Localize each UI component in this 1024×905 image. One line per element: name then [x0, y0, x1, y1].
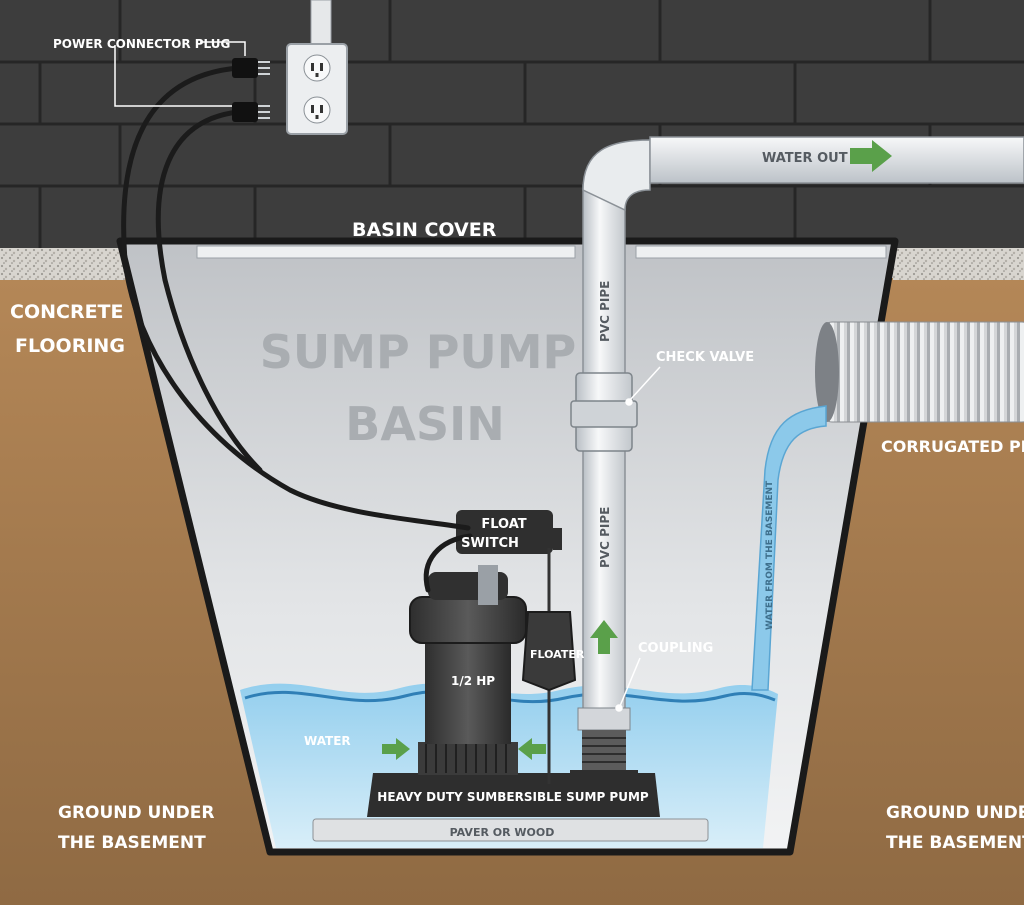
- label-water: WATER: [304, 734, 351, 748]
- basin-cover-left: [196, 245, 576, 259]
- floater: [521, 611, 577, 692]
- concrete-floor-right: [893, 248, 1024, 280]
- label-water-out: WATER OUT: [762, 151, 848, 166]
- label-water-from-basement: WATER FROM THE BASEMENT: [765, 480, 775, 630]
- water-wave-line: [244, 689, 776, 704]
- label-check-valve: CHECK VALVE: [656, 350, 754, 365]
- label-pvc-pipe-upper: PVC PIPE: [598, 281, 612, 342]
- corrugated-pipe-opening: [815, 322, 839, 422]
- label-coupling: COUPLING: [638, 641, 713, 656]
- label-float-switch-1: FLOAT: [481, 517, 526, 532]
- water-in-arrow-right: [518, 738, 546, 760]
- plug-callout-line: [114, 41, 246, 107]
- label-pump-hp: 1/2 HP: [451, 674, 495, 688]
- label-pump-base: HEAVY DUTY SUMBERSIBLE SUMP PUMP: [377, 790, 649, 804]
- water-out-arrow: [850, 140, 892, 172]
- title-line-2: BASIN: [345, 397, 504, 451]
- power-plugs: [232, 58, 270, 122]
- label-concrete-flooring-1: CONCRETE: [10, 301, 124, 323]
- label-ground-right-1: GROUND UNDER: [886, 803, 1024, 823]
- power-cords: [121, 65, 473, 593]
- label-ground-left-2: THE BASEMENT: [58, 833, 206, 853]
- electrical-outlet: [286, 43, 348, 135]
- flow-arrows: [382, 140, 892, 760]
- label-power-connector-plug: POWER CONNECTOR PLUG: [53, 37, 230, 51]
- callout-lines: [615, 366, 661, 712]
- label-concrete-flooring-2: FLOORING: [15, 335, 125, 357]
- water-stream: [751, 405, 827, 691]
- sump-pump: [409, 565, 527, 775]
- float-switch: [456, 510, 553, 554]
- paver-or-wood: [312, 818, 709, 842]
- label-ground-right-2: THE BASEMENT: [886, 833, 1024, 853]
- label-paver: PAVER OR WOOD: [450, 826, 555, 839]
- pvc-pipe: [570, 136, 1024, 776]
- label-ground-left-1: GROUND UNDER: [58, 803, 214, 823]
- title-line-1: SUMP PUMP: [260, 325, 577, 379]
- electrical-conduit: [310, 0, 332, 49]
- pump-base: [367, 773, 660, 817]
- pvc-up-arrow: [590, 620, 618, 654]
- label-basin-cover: BASIN COVER: [352, 219, 497, 241]
- basin-cover-right: [635, 245, 887, 259]
- label-float-switch-2: SWITCH: [461, 536, 519, 551]
- concrete-floor-left: [0, 248, 125, 280]
- water-in-arrow-left: [382, 738, 410, 760]
- label-floater: FLOATER: [530, 648, 585, 661]
- float-switch-knob: [553, 528, 562, 550]
- brick-wall: [0, 0, 1024, 250]
- label-corrugated-pipe: CORRUGATED PIPE: [881, 437, 1024, 456]
- corrugated-pipe: [821, 321, 1024, 423]
- label-pvc-pipe-lower: PVC PIPE: [598, 507, 612, 568]
